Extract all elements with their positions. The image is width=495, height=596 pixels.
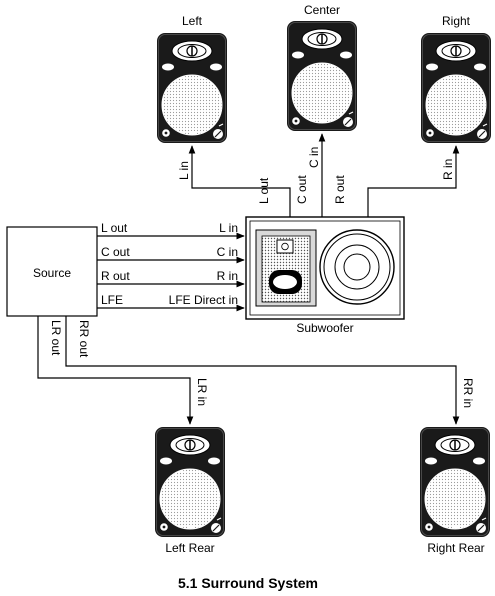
source-out-c: C out — [101, 245, 130, 259]
speaker-left-rear-label: Left Rear — [165, 541, 214, 555]
subwoofer-label: Subwoofer — [296, 321, 353, 335]
source-box: Source — [6, 226, 98, 317]
speaker-right: Right — [420, 14, 492, 144]
studio-monitor-icon — [154, 426, 226, 538]
speaker-left-rear: Left Rear — [154, 426, 226, 555]
sub-out-r: R out — [333, 175, 347, 204]
studio-monitor-icon — [420, 32, 492, 144]
speaker-right-rear-label: Right Rear — [427, 541, 484, 555]
wire-lfe-to-sub: LFE LFE Direct in — [97, 293, 245, 312]
speaker-left: Left — [156, 14, 228, 144]
wire-sub-to-right: R out R in — [333, 145, 460, 217]
studio-monitor-icon — [286, 20, 358, 132]
sub-in-c: C in — [217, 245, 238, 259]
sub-in-lfe: LFE Direct in — [169, 293, 238, 307]
studio-monitor-icon — [156, 32, 228, 144]
speaker-right-rear-input: RR in — [461, 378, 475, 408]
subwoofer-icon — [245, 216, 405, 320]
speaker-right-rear: Right Rear — [419, 426, 491, 555]
speaker-center-input: C in — [307, 147, 321, 168]
wire-c-to-sub: C out C in — [97, 245, 245, 264]
speaker-left-label: Left — [182, 14, 203, 28]
speaker-left-input: L in — [177, 161, 191, 180]
source-out-l: L out — [101, 221, 128, 235]
sub-in-r: R in — [217, 269, 238, 283]
speaker-right-input: R in — [441, 159, 455, 180]
wire-l-to-sub: L out L in — [97, 221, 245, 240]
sub-in-l: L in — [219, 221, 238, 235]
wire-sub-to-left: L out L in — [177, 145, 291, 217]
wire-lr-to-rear: LR out LR in — [37, 316, 209, 425]
sub-out-c: C out — [295, 175, 309, 204]
speaker-center-label: Center — [304, 3, 340, 17]
source-out-lr: LR out — [49, 320, 63, 356]
source-out-lfe: LFE — [101, 293, 123, 307]
source-label: Source — [33, 266, 71, 280]
speaker-right-label: Right — [442, 14, 471, 28]
speaker-center: Center — [286, 3, 358, 132]
studio-monitor-icon — [419, 426, 491, 538]
diagram-title: 5.1 Surround System — [178, 575, 318, 591]
source-out-rr: RR out — [77, 320, 91, 358]
wire-rr-to-rear: RR out RR in — [65, 316, 475, 425]
wire-sub-to-center: C out C in — [295, 133, 326, 217]
subwoofer: Subwoofer — [245, 216, 405, 335]
speaker-left-rear-input: LR in — [195, 378, 209, 406]
sub-out-l: L out — [257, 177, 271, 204]
wire-r-to-sub: R out R in — [97, 269, 245, 288]
source-out-r: R out — [101, 269, 130, 283]
